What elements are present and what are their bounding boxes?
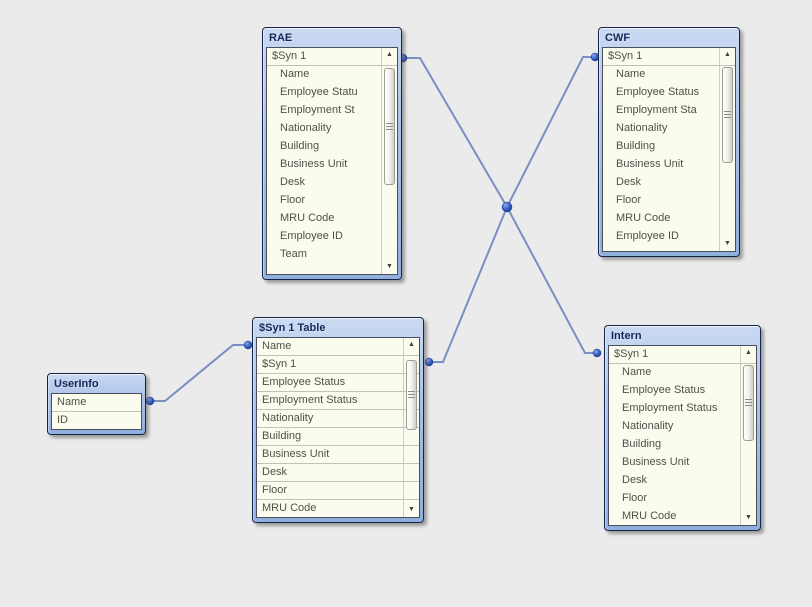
field-row[interactable]: $Syn 1 [257,356,419,374]
table-titlebar[interactable]: RAE [266,29,398,47]
field-row[interactable]: Employee ID [616,230,679,242]
scroll-down-icon[interactable]: ▼ [724,240,731,247]
field-row[interactable]: Floor [616,194,642,206]
scroll-down-icon[interactable]: ▼ [408,506,415,513]
scroll-up-icon[interactable]: ▲ [386,51,393,58]
field-row[interactable]: MRU Code [622,510,677,522]
field-row[interactable]: Building [257,428,419,446]
field-row[interactable]: Building [616,140,656,152]
vertical-scrollbar[interactable]: ▲ ▼ [381,48,397,274]
scroll-down-icon[interactable]: ▼ [386,263,393,270]
table-title: UserInfo [54,378,99,390]
field-row[interactable]: $Syn 1 [603,48,735,66]
field-row[interactable]: Building [280,140,320,152]
table-title: RAE [269,32,293,44]
field-row[interactable]: Nationality [280,122,332,134]
scrollbar-thumb[interactable] [743,365,754,441]
field-row[interactable]: Floor [280,194,306,206]
scroll-up-icon[interactable]: ▲ [745,349,752,356]
connector-line [150,344,248,402]
scrollbar-thumb[interactable] [722,67,733,163]
field-row[interactable]: MRU Code [257,500,419,517]
table-titlebar[interactable]: CWF [602,29,736,47]
field-row[interactable]: MRU Code [616,212,671,224]
field-row[interactable]: Employee Status [257,374,419,392]
field-row[interactable]: Nationality [616,122,668,134]
field-row[interactable]: Desk [622,474,648,486]
field-row[interactable]: Desk [257,464,419,482]
field-row[interactable]: Employment Status [257,392,419,410]
field-row[interactable]: Employment Sta [616,104,697,116]
scrollbar-thumb[interactable] [406,360,417,430]
thumb-grip-icon [724,111,731,119]
field-row[interactable]: Floor [622,492,648,504]
field-row[interactable]: Name [616,68,646,80]
field-row[interactable]: Name [52,394,141,412]
field-row[interactable]: MRU Code [280,212,335,224]
thumb-grip-icon [745,399,752,407]
field-row[interactable]: Business Unit [280,158,348,170]
field-row[interactable]: Nationality [257,410,419,428]
field-row[interactable]: Floor [257,482,419,500]
scroll-down-icon[interactable]: ▼ [745,514,752,521]
field-row[interactable]: Employee Status [622,384,706,396]
field-row[interactable]: Desk [616,176,642,188]
table-titlebar[interactable]: $Syn 1 Table [256,319,420,337]
thumb-grip-icon [386,122,393,131]
field-row[interactable]: Business Unit [257,446,419,464]
field-row[interactable]: ID [52,412,141,429]
field-row[interactable]: Employment St [280,104,355,116]
vertical-scrollbar[interactable]: ▲ ▼ [740,346,756,525]
table-title: Intern [611,330,642,342]
field-row[interactable]: Team [280,248,307,260]
connector-dot [501,201,513,213]
thumb-grip-icon [408,391,415,399]
field-row[interactable]: Employee Status [616,86,700,98]
table-title: CWF [605,32,631,44]
scrollbar-thumb[interactable] [384,68,395,185]
scroll-up-icon[interactable]: ▲ [724,51,731,58]
vertical-scrollbar[interactable]: ▲ ▼ [403,338,419,517]
connector-dot [424,357,434,367]
table-titlebar[interactable]: UserInfo [51,375,142,393]
field-row[interactable]: Name [280,68,310,80]
field-row[interactable]: Employee Statu [280,86,358,98]
field-row[interactable]: Employee ID [280,230,343,242]
field-row[interactable]: Desk [280,176,306,188]
vertical-scrollbar[interactable]: ▲ ▼ [719,48,735,251]
scroll-up-icon[interactable]: ▲ [408,341,415,348]
field-row[interactable]: Business Unit [622,456,690,468]
table-titlebar[interactable]: Intern [608,327,757,345]
field-row[interactable]: $Syn 1 [609,346,756,364]
connector-dot [145,396,155,406]
field-row[interactable]: $Syn 1 [267,48,397,66]
field-row[interactable]: Nationality [622,420,674,432]
field-row[interactable]: Name [257,338,419,356]
field-row[interactable]: Employment Status [622,402,718,414]
field-row[interactable]: Name [622,366,652,378]
connector-dot [592,348,602,358]
table-title: $Syn 1 Table [259,322,326,334]
field-row[interactable]: Building [622,438,662,450]
field-row[interactable]: Business Unit [616,158,684,170]
